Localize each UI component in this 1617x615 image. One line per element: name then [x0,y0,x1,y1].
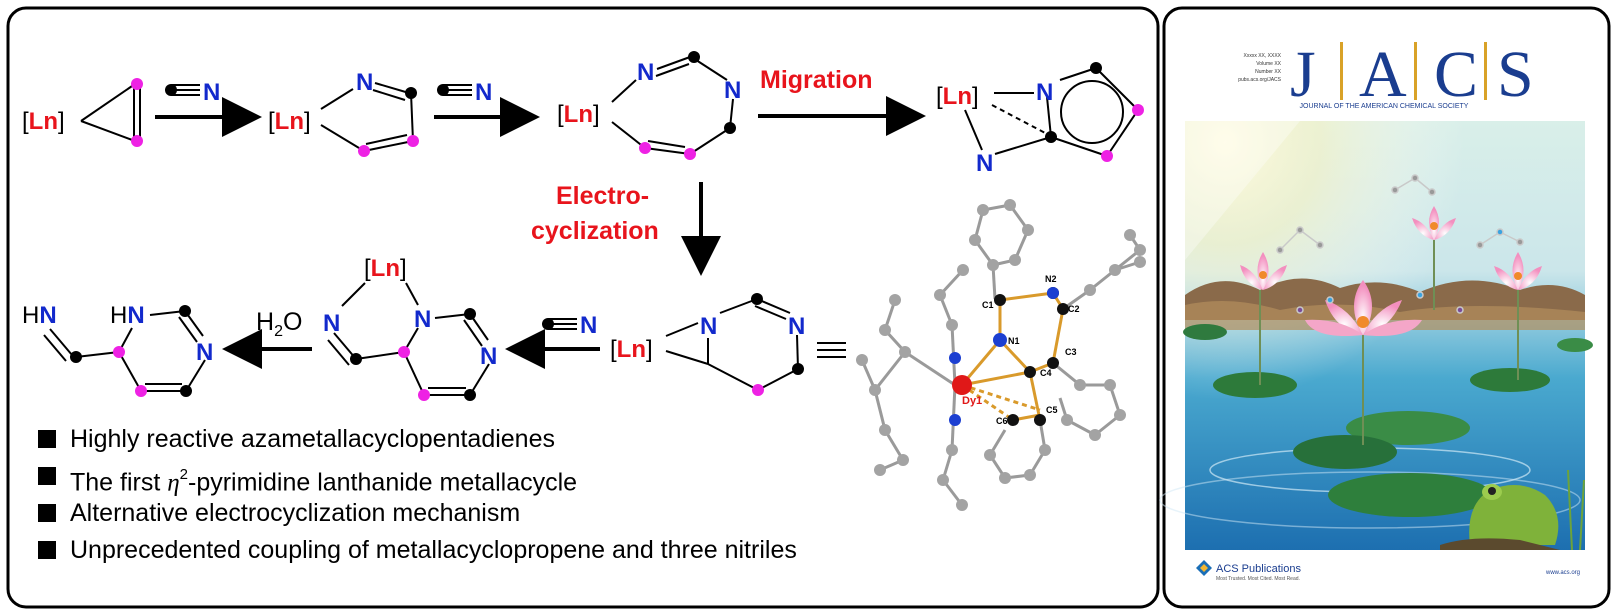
svg-text:A: A [1359,38,1407,111]
svg-text:HN: HN [22,302,57,329]
dysprosium-atom [952,375,972,395]
svg-text:[Ln]: [Ln] [268,108,311,135]
electrocyclization-label-1: Electro- [556,182,649,210]
diaza-metallacycloheptatriene: [Ln] N N [557,51,741,160]
svg-text:www.acs.org: www.acs.org [1545,570,1580,576]
svg-text:C6: C6 [996,416,1008,426]
nitrile-reagent: N [437,79,492,106]
carbon-atom-pink [131,135,143,147]
svg-text:[Ln]: [Ln] [364,255,407,282]
svg-text:[Ln]: [Ln] [22,108,65,135]
bullet-square-icon [38,541,56,559]
svg-text:C5: C5 [1046,405,1058,415]
svg-text:Volume XX: Volume XX [1256,61,1281,67]
bullet-square-icon [38,504,56,522]
migration-product: [Ln] N N [936,62,1144,177]
bullet-item: Alternative electrocyclization mechanism [38,495,797,532]
svg-text:N: N [356,69,373,96]
carbon-atom-pink [131,78,143,90]
svg-text:C4: C4 [1040,368,1052,378]
svg-text:N: N [976,150,993,177]
svg-text:N: N [480,343,497,370]
electrocyclization-label-2: cyclization [531,217,659,245]
svg-text:HN: HN [110,302,145,329]
frog-illustration [1440,484,1560,550]
metallacyclopropene: [Ln] [22,78,143,147]
svg-text:N1: N1 [1008,336,1020,346]
bullet-item: Unprecedented coupling of metallacyclopr… [38,532,797,569]
svg-text:N: N [196,339,213,366]
svg-text:N2: N2 [1045,274,1057,284]
svg-text:N: N [475,79,492,106]
svg-text:C: C [1434,38,1478,111]
migration-label: Migration [760,66,873,94]
svg-text:Xxxxx XX, XXXX: Xxxxx XX, XXXX [1243,53,1281,59]
acs-logo [1196,560,1212,576]
scheme-panel-frame [6,6,1160,609]
svg-text:N: N [788,313,805,340]
svg-text:C3: C3 [1065,347,1077,357]
cover-panel-frame [1162,6,1611,609]
pyrimidine-product: HN HN N [22,302,213,397]
bullet-item: Highly reactive azametallacyclopentadien… [38,421,797,458]
svg-text:N: N [580,312,597,339]
svg-text:N: N [1036,79,1053,106]
bullet-square-icon [38,467,56,485]
bullet-square-icon [38,430,56,448]
svg-text:N: N [700,313,717,340]
svg-text:Most Trusted. Most Cited. Most: Most Trusted. Most Cited. Most Read. [1216,576,1300,582]
svg-text:N: N [724,77,741,104]
crystal-structure: N2 C1 C2 N1 C3 C4 C5 C6 Dy1 [856,199,1146,511]
journal-cover: Xxxxx XX, XXXX Volume XX Number XX pubs.… [1159,26,1593,594]
svg-text:[Ln]: [Ln] [557,101,600,128]
azametallacyclopentadiene: [Ln] N [268,69,419,157]
highlights-list: Highly reactive azametallacyclopentadien… [38,421,797,569]
svg-text:ACS Publications: ACS Publications [1216,563,1301,575]
svg-text:Dy1: Dy1 [962,395,982,407]
svg-text:C1: C1 [982,300,994,310]
svg-text:C2: C2 [1068,304,1080,314]
svg-text:S: S [1497,38,1534,111]
svg-text:Number XX: Number XX [1255,69,1282,75]
nitrile-reagent: N [542,312,597,339]
svg-text:J: J [1290,38,1316,111]
bullet-item: The first η2-pyrimidine lanthanide metal… [38,458,797,496]
nitrile-reagent: N [165,79,220,106]
svg-text:pubs.acs.org/JACS: pubs.acs.org/JACS [1238,77,1281,83]
svg-text:N: N [203,79,220,106]
svg-text:N: N [637,59,654,86]
water-label: H2O [256,308,302,340]
svg-text:[Ln]: [Ln] [936,83,979,110]
svg-text:N: N [414,306,431,333]
svg-text:[Ln]: [Ln] [610,336,653,363]
svg-text:N: N [323,310,340,337]
bicyclic-amidinate-complex: [Ln] N N N [323,255,497,401]
eta2-pyrimidine-metallacycle: [Ln] N N [610,293,846,396]
svg-text:JOURNAL OF THE AMERICAN CHEMIC: JOURNAL OF THE AMERICAN CHEMICAL SOCIETY [1300,103,1469,110]
